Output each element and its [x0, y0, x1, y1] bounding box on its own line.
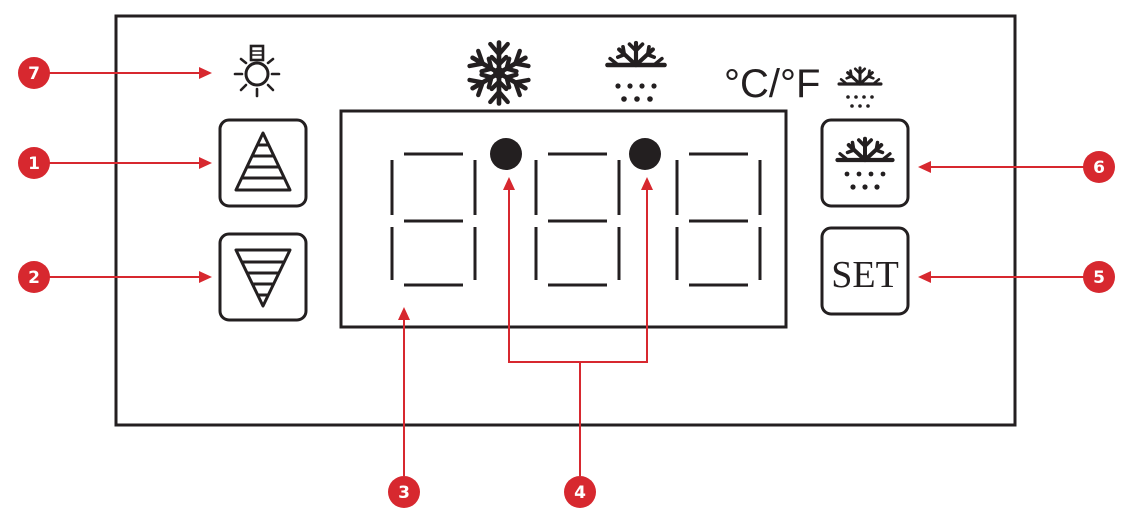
unit-label: °C/°F [724, 62, 820, 106]
up-arrow-icon [234, 131, 292, 192]
svg-text:2: 2 [28, 268, 40, 288]
set-button[interactable]: SET [820, 226, 910, 316]
svg-text:5: 5 [1093, 268, 1105, 288]
down-arrow-icon [234, 248, 292, 308]
svg-text:1: 1 [28, 154, 40, 174]
digit-display [339, 109, 788, 329]
down-button[interactable] [218, 232, 308, 322]
digit-3 [675, 152, 762, 287]
panel-frame [114, 14, 1017, 427]
callout-badge-1: 1 [18, 147, 50, 179]
digit-2 [534, 152, 621, 287]
svg-text:3: 3 [398, 483, 410, 503]
light-bulb-icon [233, 44, 281, 98]
snowflake-icon [470, 43, 529, 104]
svg-text:7: 7 [28, 64, 40, 84]
callout-badge-7: 7 [18, 57, 50, 89]
callout-leaders [48, 67, 1085, 476]
indicator-dot-left [490, 138, 522, 170]
defrost-snowflake-icon [607, 43, 664, 102]
digit-1 [390, 152, 477, 287]
set-button-label: SET [831, 254, 899, 296]
indicator-dot-right [629, 138, 661, 170]
callout-badge-2: 2 [18, 261, 50, 293]
callout-badge-5: 5 [1083, 261, 1115, 293]
callout-badge-6: 6 [1083, 151, 1115, 183]
defrost-button-icon [838, 139, 893, 190]
callout-badge-3: 3 [388, 476, 420, 508]
defrost-button[interactable] [820, 118, 910, 208]
callout-badge-4: 4 [564, 476, 596, 508]
svg-text:6: 6 [1093, 158, 1105, 178]
svg-text:4: 4 [574, 483, 586, 503]
small-defrost-icon [837, 66, 883, 108]
up-button[interactable] [218, 118, 308, 208]
